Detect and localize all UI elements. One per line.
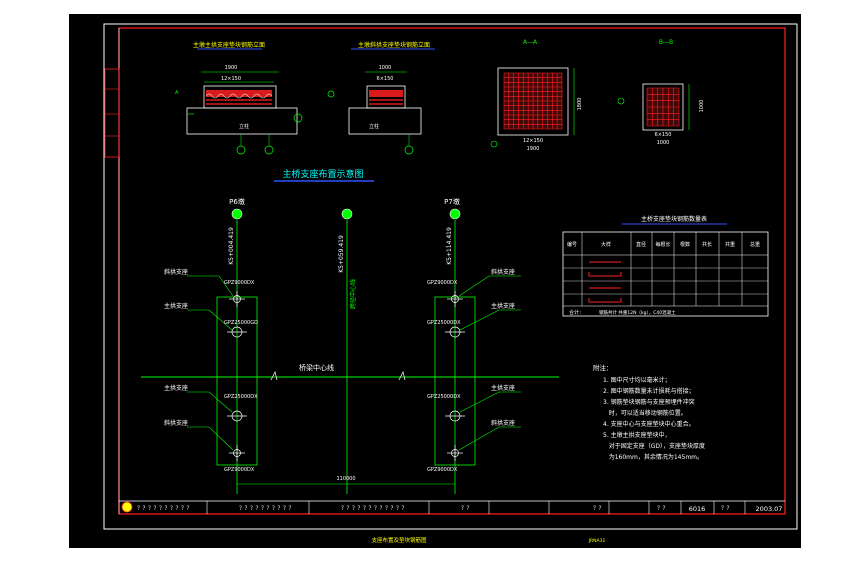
svg-text:GPZ9000DX: GPZ9000DX xyxy=(427,280,458,286)
svg-text:？？: ？？ xyxy=(721,505,732,512)
p7-marker xyxy=(449,208,461,220)
svg-text:1. 图中尺寸均以毫米计；: 1. 图中尺寸均以毫米计； xyxy=(603,376,671,384)
svg-text:GPZ25000GD: GPZ25000GD xyxy=(224,320,258,326)
svg-text:主拱支座: 主拱支座 xyxy=(164,302,188,310)
svg-text:1800: 1800 xyxy=(577,98,583,111)
svg-text:对于固定支座（GD），支座垫块厚度: 对于固定支座（GD），支座垫块厚度 xyxy=(603,442,705,450)
svg-text:K5+114.419: K5+114.419 xyxy=(446,227,453,265)
p6-marker xyxy=(231,208,243,220)
svg-text:？？？？？？？？？？: ？？？？？？？？？？ xyxy=(239,505,294,512)
pier-label: 立柱 xyxy=(239,123,249,130)
inner-frame xyxy=(118,27,786,515)
svg-text:GPZ25000DX: GPZ25000DX xyxy=(427,320,461,326)
svg-text:编号: 编号 xyxy=(567,241,577,248)
company-logo-icon xyxy=(121,501,133,513)
svg-text:大样: 大样 xyxy=(601,241,611,248)
svg-text:斜拱支座: 斜拱支座 xyxy=(164,268,188,276)
svg-text:K5+059.419: K5+059.419 xyxy=(338,235,345,273)
footer-small: JRNA31 xyxy=(588,538,606,544)
drawing-sheet: 主墩主拱支座垫块钢筋立面 1900 12×150 立柱 A 主墩斜拱支座垫块钢筋… xyxy=(103,23,798,544)
elevation-main: 主墩主拱支座垫块钢筋立面 1900 12×150 立柱 A xyxy=(175,41,303,155)
svg-text:立柱: 立柱 xyxy=(369,123,379,130)
svg-text:6×150: 6×150 xyxy=(377,76,394,82)
svg-text:GPZ9000DX: GPZ9000DX xyxy=(224,280,255,286)
svg-text:？？？？？？？？？？: ？？？？？？？？？？ xyxy=(137,505,192,512)
svg-text:1000: 1000 xyxy=(699,100,705,113)
svg-text:总重: 总重 xyxy=(750,241,760,248)
svg-text:直径: 直径 xyxy=(636,241,646,248)
svg-text:合计：: 合计： xyxy=(569,309,584,316)
section-b: B—B 6×150 1000 1000 xyxy=(617,39,705,146)
outer-frame xyxy=(103,23,798,530)
svg-text:主拱支座: 主拱支座 xyxy=(491,302,515,310)
mid-marker xyxy=(341,208,353,220)
table-title: 主桥支座垫块钢筋数量表 xyxy=(641,215,707,223)
svg-text:？？: ？？ xyxy=(593,505,604,512)
sheet-number: 6016 xyxy=(689,505,706,513)
svg-text:？？: ？？ xyxy=(461,505,472,512)
section-a: A—A 12×150 1900 1800 xyxy=(490,39,583,152)
svg-text:斜拱支座: 斜拱支座 xyxy=(164,419,188,427)
binding-strip xyxy=(104,68,120,158)
svg-text:12×150: 12×150 xyxy=(523,138,543,144)
section-b-title: B—B xyxy=(659,39,673,46)
svg-text:跨径中心线: 跨径中心线 xyxy=(349,279,357,309)
notes-block: 附注： 1. 图中尺寸均以毫米计； 2. 图中钢筋数量未计损耗与搭接； 3. 钢… xyxy=(593,363,705,461)
svg-text:GPZ25000DX: GPZ25000DX xyxy=(427,394,461,400)
svg-text:？？: ？？ xyxy=(657,505,668,512)
svg-text:每根长: 每根长 xyxy=(655,241,670,248)
bearing-plan: P6墩 P7墩 K5+004.419 K5+059.419 K5+114.419… xyxy=(141,197,559,494)
svg-text:3. 钢筋垫块钢筋与支座预埋件冲突: 3. 钢筋垫块钢筋与支座预埋件冲突 xyxy=(603,398,695,406)
svg-text:1000: 1000 xyxy=(379,65,392,71)
notes-heading: 附注： xyxy=(593,363,613,372)
bridge-center-label: 桥梁中心线 xyxy=(299,363,334,372)
title-block: ？？？？？？？？？？ ？？？？？？？？？？ ？？？？？？？？？？？？ ？？ ？？… xyxy=(119,500,785,514)
svg-text:？？？？？？？？？？？？: ？？？？？？？？？？？？ xyxy=(341,505,407,512)
elevation-main-title: 主墩主拱支座垫块钢筋立面 xyxy=(193,41,265,49)
drawing-date: 2003.07 xyxy=(756,505,783,513)
svg-text:时，可以适当移动钢筋位置。: 时，可以适当移动钢筋位置。 xyxy=(603,409,687,417)
svg-text:GPZ25000DX: GPZ25000DX xyxy=(224,394,258,400)
rebar-quantity-table: 主桥支座垫块钢筋数量表 编号 大样 直径 每根长 根数 共长 共重 总重 xyxy=(562,215,769,317)
svg-text:1900: 1900 xyxy=(225,65,238,71)
plan-title: 主桥支座布置示意图 xyxy=(282,168,363,180)
svg-text:1900: 1900 xyxy=(527,146,540,152)
svg-text:斜拱支座: 斜拱支座 xyxy=(491,419,515,427)
cad-drawing-canvas: 主墩主拱支座垫块钢筋立面 1900 12×150 立柱 A 主墩斜拱支座垫块钢筋… xyxy=(69,14,801,548)
svg-text:主拱支座: 主拱支座 xyxy=(164,384,188,392)
svg-text:主拱支座: 主拱支座 xyxy=(491,384,515,392)
pier-p6-label: P6墩 xyxy=(229,197,245,206)
svg-text:共长: 共长 xyxy=(702,241,712,248)
pier-p7-label: P7墩 xyxy=(444,197,460,206)
svg-text:斜拱支座: 斜拱支座 xyxy=(491,268,515,276)
svg-text:共重: 共重 xyxy=(725,241,735,248)
elevation-slant-title: 主墩斜拱支座垫块钢筋立面 xyxy=(358,41,430,49)
svg-text:2. 图中钢筋数量未计损耗与搭接；: 2. 图中钢筋数量未计损耗与搭接； xyxy=(603,387,695,395)
svg-text:GPZ9000DX: GPZ9000DX xyxy=(224,467,255,473)
svg-text:GPZ9000DX: GPZ9000DX xyxy=(427,467,458,473)
svg-text:为160mm，其余情况为145mm。: 为160mm，其余情况为145mm。 xyxy=(603,453,703,461)
svg-text:12×150: 12×150 xyxy=(221,76,241,82)
section-a-title: A—A xyxy=(523,39,538,46)
footer-drawing-name: 支座布置及垫块钢筋图 xyxy=(371,536,427,544)
svg-text:5. 主墩主拱支座垫块中，: 5. 主墩主拱支座垫块中， xyxy=(603,431,671,439)
svg-text:6×150: 6×150 xyxy=(655,132,672,138)
svg-text:根数: 根数 xyxy=(680,241,690,248)
svg-text:K5+004.419: K5+004.419 xyxy=(228,227,235,265)
svg-text:A: A xyxy=(175,90,179,96)
svg-text:4. 支座中心与支座垫块中心重合。: 4. 支座中心与支座垫块中心重合。 xyxy=(603,420,695,428)
svg-text:钢筋共计 共重12N（kg），C40混凝土: 钢筋共计 共重12N（kg），C40混凝土 xyxy=(599,309,676,316)
svg-text:110000: 110000 xyxy=(336,476,355,482)
svg-text:1000: 1000 xyxy=(657,140,670,146)
elevation-slant: 主墩斜拱支座垫块钢筋立面 1000 6×150 立柱 xyxy=(327,41,435,155)
